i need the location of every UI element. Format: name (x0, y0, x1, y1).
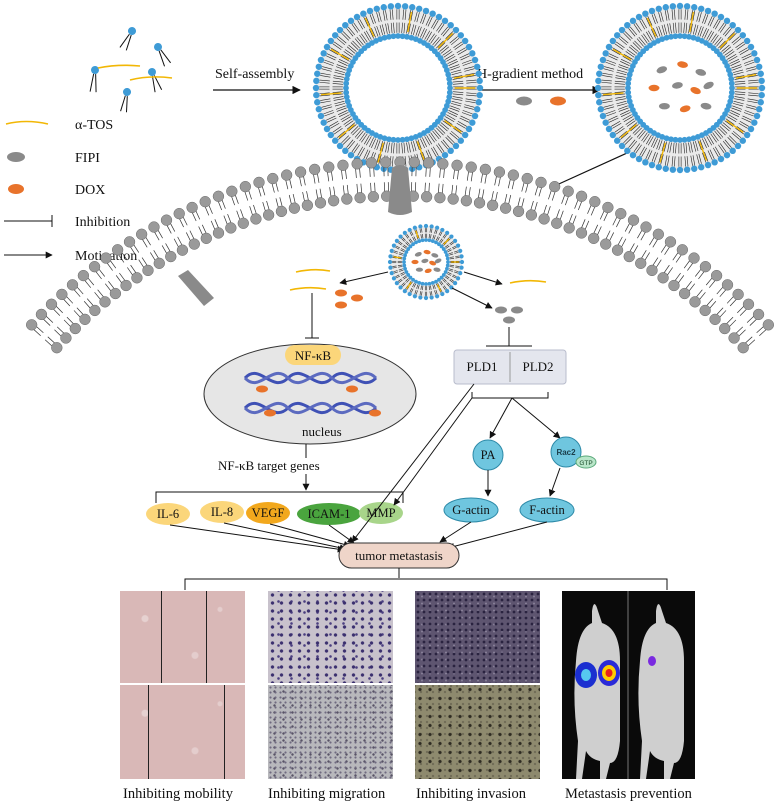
outcome-bracket (184, 578, 668, 590)
legend-tos-label: α-TOS (75, 118, 113, 133)
loaded-liposome (594, 2, 766, 174)
invasion-photo-top (415, 591, 540, 683)
legend-dox-label: DOX (75, 183, 105, 198)
mobility-photo-top (120, 591, 245, 683)
in-vivo-imaging-photo (562, 591, 695, 779)
cell-membrane (26, 156, 774, 354)
released-fipi (495, 306, 523, 324)
mouse-silhouettes (574, 591, 684, 779)
target-genes: IL-6 IL-8 VEGF ICAM-1 MMP (146, 501, 403, 525)
legend: α-TOS FIPI DOX Inhibition Motivation (4, 118, 137, 264)
target-genes-label: NF-κB target genes (218, 458, 320, 473)
released-dox (335, 289, 363, 309)
gtp-node (575, 455, 597, 469)
released-tos-right (509, 279, 547, 284)
pld1-to-tumor-arrow (351, 383, 475, 543)
mobility-photo-bottom (120, 685, 245, 779)
legend-fipi-swatch (7, 152, 25, 162)
gene-mmp: MMP (366, 506, 395, 520)
migration-photo-top (268, 591, 393, 683)
f-actin-label: F-actin (529, 503, 565, 517)
legend-tos-swatch (5, 120, 49, 125)
free-lipids (89, 27, 173, 113)
pa-label: PA (481, 448, 496, 462)
pld2-label: PLD2 (522, 359, 553, 374)
rac2-label: Rac2 (556, 448, 576, 457)
gene-il8: IL-8 (211, 505, 233, 519)
liposome-to-cell-arrow (549, 147, 639, 189)
rac2-node (550, 436, 582, 468)
dna-helix (243, 371, 378, 415)
caption-invasion: Inhibiting invasion (416, 786, 526, 802)
nfkb-label: NF-κB (295, 348, 331, 363)
legend-inhibition-label: Inhibition (75, 215, 130, 230)
nucleus (203, 343, 417, 445)
migration-photo-bottom (268, 685, 393, 779)
membrane-protein-top (388, 165, 412, 215)
g-actin-label: G-actin (452, 503, 490, 517)
nucleus-label: nucleus (302, 424, 342, 439)
pld-to-mmp-arrow (393, 397, 473, 506)
ph-gradient-label: pH-gradient method (470, 67, 583, 82)
legend-dox-swatch (8, 184, 24, 194)
gene-icam1: ICAM-1 (307, 507, 350, 521)
invasion-photo-bottom (415, 685, 540, 779)
caption-prevention: Metastasis prevention (565, 786, 692, 802)
released-tos-left (289, 268, 331, 291)
membrane-protein-left (178, 270, 214, 306)
self-assembly-label: Self-assembly (215, 67, 294, 82)
caption-mobility: Inhibiting mobility (123, 786, 233, 802)
gene-vegf: VEGF (252, 506, 285, 520)
cell-liposome (387, 223, 465, 301)
pld1-label: PLD1 (466, 359, 497, 374)
empty-liposome (312, 2, 484, 174)
tumor-metastasis-label: tumor metastasis (355, 548, 443, 563)
gtp-label: GTP (579, 460, 592, 467)
caption-migration: Inhibiting migration (268, 786, 386, 802)
metastasis-arrows (169, 521, 548, 553)
gene-il6: IL-6 (157, 507, 179, 521)
legend-fipi-label: FIPI (75, 151, 100, 166)
